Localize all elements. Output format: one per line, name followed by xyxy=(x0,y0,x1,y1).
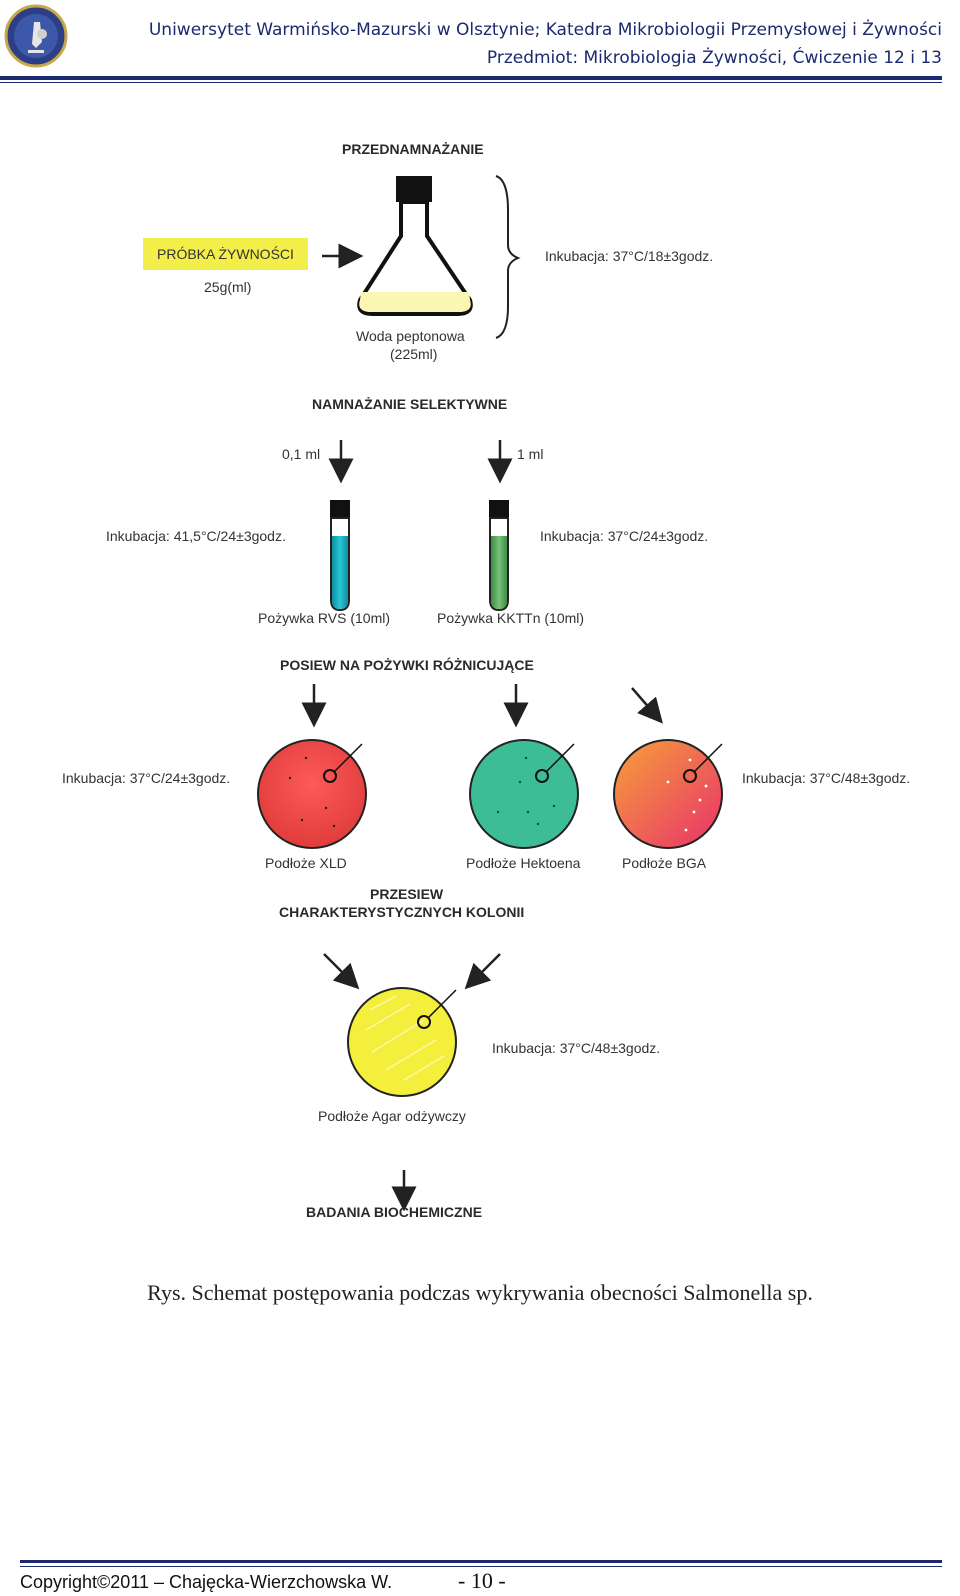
petri-dish-hektoen-icon xyxy=(469,739,579,849)
stage3-incubation-left: Inkubacja: 37°C/24±3godz. xyxy=(62,770,231,786)
stage4-title-line2: CHARAKTERYSTYCZNYCH KOLONII xyxy=(279,904,525,920)
tube-kkttn-label: Pożywka KKTTn (10ml) xyxy=(437,610,585,626)
plate-bga-label: Podłoże BGA xyxy=(622,855,707,871)
stage4-incubation: Inkubacja: 37°C/48±3godz. xyxy=(492,1040,661,1056)
flask-icon xyxy=(357,176,473,316)
stage5-title: BADANIA BIOCHEMICZNE xyxy=(306,1204,483,1220)
test-tube-rvs-icon xyxy=(330,500,350,612)
stage2-incubation-left: Inkubacja: 41,5°C/24±3godz. xyxy=(106,528,286,544)
plate-xld-label: Podłoże XLD xyxy=(265,855,347,871)
stage1-title: PRZEDNAMNAŻANIE xyxy=(342,141,484,157)
transfer-right: 1 ml xyxy=(517,446,544,462)
sample-amount: 25g(ml) xyxy=(204,279,252,295)
stage4-title-line1: PRZESIEW xyxy=(370,886,444,902)
plate-hektoen-label: Podłoże Hektoena xyxy=(466,855,581,871)
header-rule-thin xyxy=(0,82,942,83)
petri-dish-xld-icon xyxy=(257,739,367,849)
stage3-incubation-right: Inkubacja: 37°C/48±3godz. xyxy=(742,770,911,786)
logo xyxy=(4,4,68,68)
transfer-left: 0,1 ml xyxy=(282,446,321,462)
arrow-screening-left xyxy=(323,953,360,990)
tube-rvs-label: Pożywka RVS (10ml) xyxy=(258,610,391,626)
stage2-incubation-right: Inkubacja: 37°C/24±3godz. xyxy=(540,528,709,544)
footer-rule xyxy=(20,1560,942,1563)
footer-rule-thin xyxy=(20,1566,942,1567)
figure-caption: Rys. Schemat postępowania podczas wykryw… xyxy=(147,1280,813,1305)
flask-volume: (225ml) xyxy=(390,346,438,362)
incubation-brace xyxy=(495,175,521,339)
stage1-incubation: Inkubacja: 37°C/18±3godz. xyxy=(545,248,714,264)
sample-label: PRÓBKA ŻYWNOŚCI xyxy=(143,238,308,270)
header-rule xyxy=(0,76,942,80)
test-tube-kkttn-icon xyxy=(489,500,509,612)
petri-dish-bga-icon xyxy=(613,739,723,849)
petri-dish-agar-icon xyxy=(347,987,457,1097)
arrow-to-bga xyxy=(631,687,663,724)
stage3-title: POSIEW NA POŻYWKI RÓŻNICUJĄCE xyxy=(280,657,534,673)
page-number: - 10 - xyxy=(458,1568,506,1593)
microscope-logo-icon xyxy=(4,4,68,68)
flask-medium: Woda peptonowa xyxy=(356,328,465,344)
plate-agar-label: Podłoże Agar odżywczy xyxy=(318,1108,466,1124)
header-institution: Uniwersytet Warmińsko-Mazurski w Olsztyn… xyxy=(148,20,942,40)
footer-copyright: Copyright©2011 – Chajęcka-Wierzchowska W… xyxy=(20,1572,393,1592)
salmonella-workflow-diagram xyxy=(257,175,723,1212)
header-course: Przedmiot: Mikrobiologia Żywności, Ćwicz… xyxy=(486,48,942,68)
arrow-screening-right xyxy=(464,953,501,990)
stage2-title: NAMNAŻANIE SELEKTYWNE xyxy=(312,396,508,412)
